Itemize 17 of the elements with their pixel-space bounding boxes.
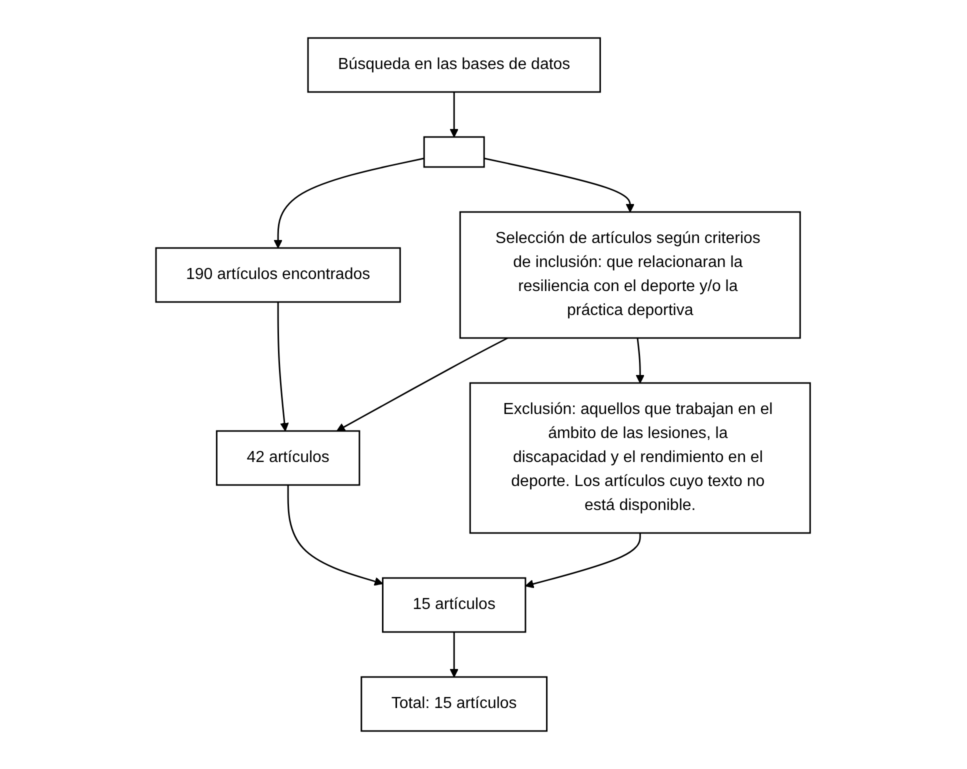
arrow (274, 158, 425, 248)
node-box: Selección de artículos según criterios de inclusión: que relacionaran la resiliencia con el deporte y/o la práctica deportiva (460, 211, 802, 339)
arrow (278, 302, 290, 432)
arrow (484, 158, 635, 212)
node-box: Exclusión: aquellos que trabajan en el ámbito de las lesiones, la discapacidad y el rendimiento en el deporte. Los artículos cuyo texto no está disponible. (470, 382, 812, 534)
node-box: 42 artículos (216, 430, 361, 486)
arrow (450, 632, 459, 678)
node-box: Búsqueda en las bases de datos (308, 37, 602, 93)
arrow (288, 485, 384, 586)
node-box (424, 136, 486, 168)
node-box: Total: 15 artículos (361, 676, 548, 732)
arrow (526, 533, 642, 588)
arrow (336, 337, 509, 432)
arrow (636, 338, 645, 384)
node-box: 15 artículos (382, 577, 527, 633)
node-box: 190 artículos encontrados (156, 247, 402, 303)
arrow (450, 92, 459, 138)
